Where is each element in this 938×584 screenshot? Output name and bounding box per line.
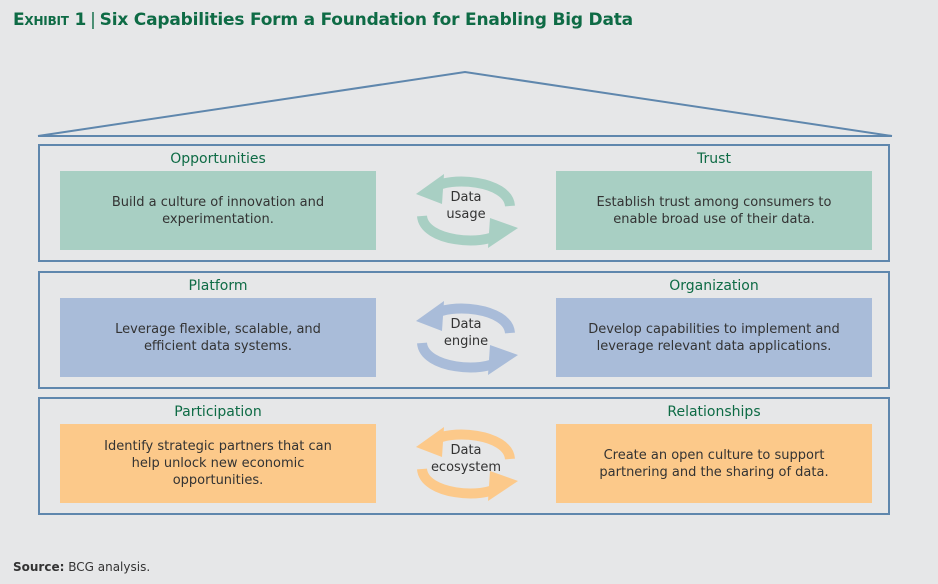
capability-box-right: Develop capabilities to implement and le…: [556, 298, 872, 377]
row-ecosystem: Participation Relationships Identify str…: [38, 397, 890, 515]
capability-box-left: Build a culture of innovation and experi…: [60, 171, 376, 250]
exhibit-title-text: Six Capabilities Form a Foundation for E…: [99, 10, 633, 30]
capability-box-left: Identify strategic partners that can hel…: [60, 424, 376, 503]
row-usage: Opportunities Trust Build a culture of i…: [38, 144, 890, 262]
source-text: BCG analysis.: [68, 560, 151, 574]
cycle-arrows-icon: [416, 301, 518, 375]
row-engine: Platform Organization Leverage flexible,…: [38, 271, 890, 389]
capability-text: Leverage flexible, scalable, and efficie…: [115, 321, 321, 354]
exhibit-number: Exhibit 1: [13, 10, 87, 30]
heading-right: Organization: [669, 278, 759, 294]
capability-text: Identify strategic partners that can hel…: [104, 439, 332, 488]
capability-box-right: Create an open culture to support partne…: [556, 424, 872, 503]
source-note: Source: BCG analysis.: [13, 560, 150, 574]
capability-text: Build a culture of innovation and experi…: [111, 194, 325, 227]
capability-box-left: Leverage flexible, scalable, and efficie…: [60, 298, 376, 377]
capability-box-right: Establish trust among consumers to enabl…: [556, 171, 872, 250]
exhibit-title: Exhibit 1|Six Capabilities Form a Founda…: [13, 10, 633, 30]
heading-left: Opportunities: [170, 151, 266, 167]
heading-right: Trust: [697, 151, 731, 167]
capability-text: Establish trust among consumers to enabl…: [596, 194, 832, 227]
capability-text: Develop capabilities to implement and le…: [588, 321, 840, 354]
heading-left: Platform: [188, 278, 248, 294]
cycle-arrows-icon: [416, 427, 518, 501]
cycle-arrows-icon: [416, 174, 518, 248]
heading-right: Relationships: [667, 404, 761, 420]
source-label: Source:: [13, 560, 65, 574]
capability-text: Create an open culture to support partne…: [599, 447, 829, 480]
house-roof: [37, 70, 893, 137]
heading-left: Participation: [174, 404, 262, 420]
